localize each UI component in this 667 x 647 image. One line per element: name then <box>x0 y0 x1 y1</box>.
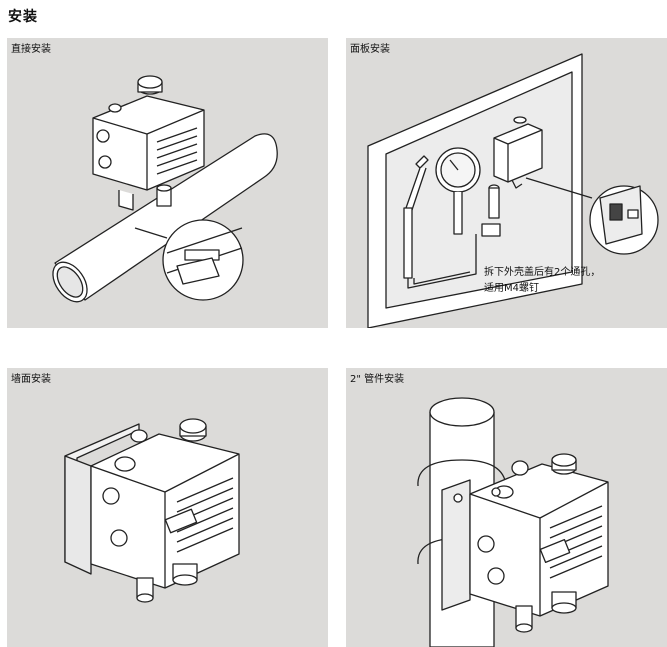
panel-wall-mount: 墙面安装 <box>7 368 328 647</box>
page-title: 安装 <box>8 9 38 25</box>
pipe-mount-illustration <box>417 397 609 647</box>
note-line: 拆下外壳盖后有2个通孔， <box>484 267 601 278</box>
panel-mount-illustration <box>367 53 659 328</box>
panel-panel-mount: 面板安装 <box>346 38 667 328</box>
panel-pipe-mount: 2" 管件安装 <box>346 368 667 647</box>
panel-label: 2" 管件安装 <box>350 374 405 385</box>
panel-label: 墙面安装 <box>11 374 51 385</box>
panel-direct-mount: 直接安装 <box>7 38 328 328</box>
panel-label: 直接安装 <box>11 44 51 55</box>
direct-mount-illustration <box>52 75 278 303</box>
mounting-note: 拆下外壳盖后有2个通孔， 适用M4螺钉 <box>484 265 600 297</box>
note-line: 适用M4螺钉 <box>484 283 539 294</box>
panel-label: 面板安装 <box>350 44 390 55</box>
wall-mount-illustration <box>64 418 240 603</box>
